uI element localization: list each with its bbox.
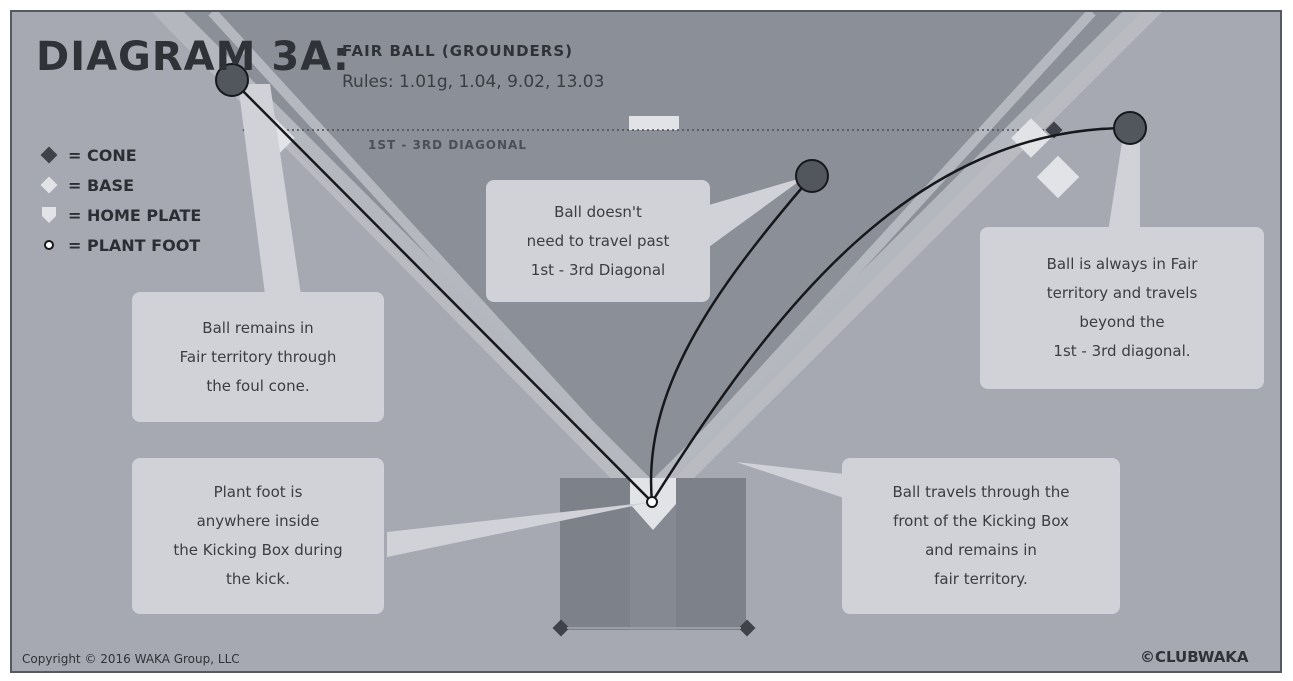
- cone-icon: [34, 144, 64, 166]
- plant-foot-callout-pointer: [387, 502, 652, 557]
- brand-logo: ©CLUBWAKA: [1140, 648, 1249, 666]
- ball-path-right: [650, 126, 1131, 503]
- middle-callout-pointer: [702, 177, 805, 252]
- legend-item-plant-foot: = PLANT FOOT: [34, 230, 201, 260]
- legend: = CONE = BASE = HOME PLATE = PLANT FOOT: [34, 140, 201, 260]
- base-icon: [34, 174, 64, 196]
- cone-icon: [552, 619, 570, 637]
- callout-text: Ball doesn't need to travel past 1st - 3…: [526, 202, 670, 279]
- diagram-title: DIAGRAM 3A:: [36, 34, 350, 80]
- second-base: [629, 116, 679, 130]
- plant-foot-icon: [34, 234, 64, 256]
- legend-item-base: = BASE: [34, 170, 201, 200]
- ball-path-left: [231, 79, 653, 503]
- callout-foul-cone: Ball remains in Fair territory through t…: [132, 292, 384, 422]
- left-callout-pointer: [238, 84, 302, 302]
- callout-beyond-diagonal: Ball is always in Fair territory and tra…: [980, 227, 1264, 389]
- ball-path-middle: [649, 175, 813, 503]
- callout-diagonal-not-required: Ball doesn't need to travel past 1st - 3…: [486, 180, 710, 302]
- diagram-subtitle: FAIR BALL (GROUNDERS): [342, 42, 573, 60]
- callout-text: Ball is always in Fair territory and tra…: [1046, 255, 1198, 360]
- diagram-frame: DIAGRAM 3A: FAIR BALL (GROUNDERS) Rules:…: [10, 10, 1282, 673]
- legend-label: = HOME PLATE: [68, 205, 202, 225]
- legend-label: = PLANT FOOT: [68, 235, 201, 255]
- legend-item-cone: = CONE: [34, 140, 201, 170]
- copyright-text: Copyright © 2016 WAKA Group, LLC: [22, 652, 240, 666]
- kicking-box-callout-pointer: [736, 462, 844, 498]
- plant-foot-marker: [646, 496, 658, 508]
- callout-kicking-box: Ball travels through the front of the Ki…: [842, 458, 1120, 614]
- legend-label: = CONE: [68, 145, 137, 165]
- callout-text: Ball travels through the front of the Ki…: [892, 483, 1070, 588]
- left-foul-line: [208, 12, 646, 486]
- ball-right: [1113, 111, 1147, 145]
- ball-left: [215, 63, 249, 97]
- rules-reference: Rules: 1.01g, 1.04, 9.02, 13.03: [342, 72, 605, 92]
- legend-label: = BASE: [68, 175, 135, 195]
- diagonal-label: 1ST - 3RD DIAGONAL: [368, 138, 527, 152]
- right-foul-line: [658, 12, 1096, 486]
- callout-plant-foot: Plant foot is anywhere inside the Kickin…: [132, 458, 384, 614]
- ball-middle: [795, 159, 829, 193]
- callout-text: Plant foot is anywhere inside the Kickin…: [173, 483, 343, 588]
- callout-text: Ball remains in Fair territory through t…: [179, 318, 337, 395]
- legend-item-home-plate: = HOME PLATE: [34, 200, 201, 230]
- home-plate-icon: [34, 204, 64, 226]
- right-callout-pointer: [1108, 142, 1140, 232]
- base-icon: [1036, 155, 1080, 199]
- cone-icon: [738, 619, 756, 637]
